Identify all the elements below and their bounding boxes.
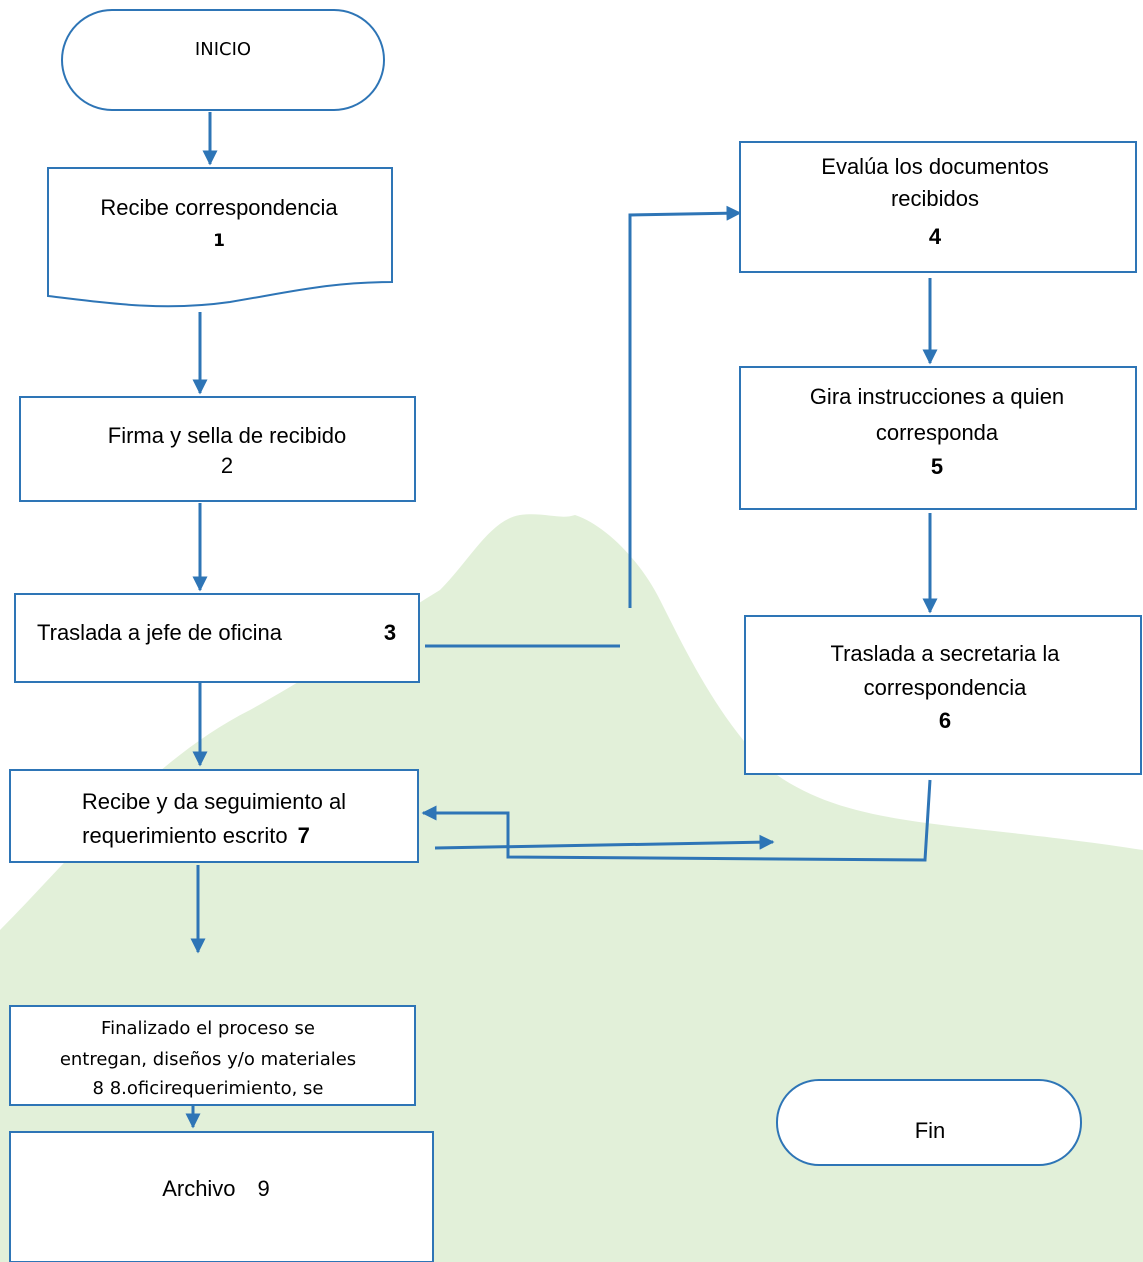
node-6-number: 6 [939,708,951,733]
node-5-box [739,366,1137,510]
node-7-number: 7 [298,823,310,848]
node-9-number: 9 [258,1176,270,1201]
node-6-label-line1: Traslada a secretaria la [830,641,1060,666]
node-7-label-line2-text: requerimiento escrito [82,823,287,848]
node-4-number: 4 [929,224,942,249]
connectors [185,112,938,1129]
node-8-label-line3: 8 8.oficirequerimiento, se [93,1078,324,1099]
node-9-label-text: Archivo [162,1176,235,1201]
node-8-label-line1: Finalizado el proceso se [101,1018,315,1039]
node-3-box [14,593,420,683]
node-4-label-line1: Evalúa los documentos [821,154,1048,179]
fin-label: Fin [915,1118,946,1143]
node-2: Firma y sella de recibido 2 [19,396,416,502]
node-7-box [9,769,419,863]
inicio-label: INICIO [195,39,251,60]
node-1-number: 1 [213,231,225,251]
node-5-label-line1: Gira instrucciones a quien [810,384,1064,409]
arrow-6-to-7 [421,779,932,862]
node-5-number: 5 [931,454,943,479]
node-9: Archivo 9 [9,1131,434,1262]
node-1-label: Recibe correspondencia [100,195,338,220]
node-1: Recibe correspondencia 1 [47,167,393,308]
node-8: Finalizado el proceso se entregan, diseñ… [9,1005,416,1106]
node-6: Traslada a secretaria la correspondencia… [744,615,1142,775]
node-inicio: INICIO [61,9,385,111]
node-4-label-line2: recibidos [891,186,979,211]
node-6-label-line2: correspondencia [864,675,1027,700]
node-9-label: Archivo 9 [162,1176,270,1201]
fin-terminal-shape [776,1079,1082,1166]
node-3-number: 3 [384,620,396,645]
node-8-label-line2: entregan, diseños y/o materiales [60,1049,356,1070]
node-5-label-line2: corresponda [876,420,999,445]
node-3-label: Traslada a jefe de oficina [37,620,283,645]
node-2-number: 2 [221,453,233,478]
node-7: Recibe y da seguimiento al requerimiento… [9,769,419,863]
node-fin: Fin [776,1079,1082,1166]
node-4-box [739,141,1137,273]
node-7-label-line2: requerimiento escrito 7 [82,823,310,848]
node-2-box [19,396,416,502]
node-3: Traslada a jefe de oficina 3 [14,593,420,683]
arrow-3-to-4-upper [628,205,742,608]
node-9-box [9,1131,434,1262]
node-2-label: Firma y sella de recibido [108,423,346,448]
node-5: Gira instrucciones a quien corresponda 5 [739,366,1137,510]
node-6-box [744,615,1142,775]
inicio-terminal-shape [61,9,385,111]
node-7-text: Recibe y da seguimiento al requerimiento… [82,789,346,848]
node-8-box [9,1005,416,1106]
node-7-label-line1: Recibe y da seguimiento al [82,789,346,814]
arrow-9-to-fin [434,834,775,850]
node-1-document-shape [47,167,393,308]
node-4: Evalúa los documentos recibidos 4 [739,141,1137,273]
